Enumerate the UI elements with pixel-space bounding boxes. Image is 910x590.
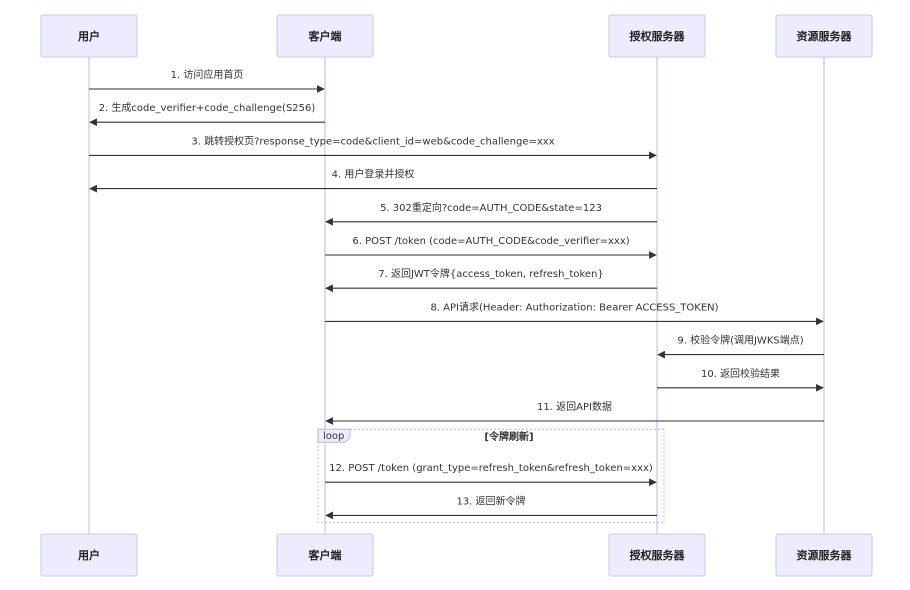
participant-user-top: 用户 (40, 14, 138, 58)
message-10: 10. 返回校验结果 (657, 367, 824, 392)
message-label: 8. API请求(Header: Authorization: Bearer A… (430, 300, 718, 313)
message-1: 1. 访问应用首页 (89, 68, 325, 93)
participant-label: 客户端 (308, 29, 342, 43)
participant-box (608, 14, 706, 58)
loop-box (317, 428, 665, 523)
message-label: 3. 跳转授权页?response_type=code&client_id=we… (191, 134, 554, 147)
participant-auth-bottom: 授权服务器 (608, 533, 706, 577)
lifelines (88, 57, 825, 534)
message-label: 10. 返回校验结果 (701, 367, 780, 380)
message-7: 7. 返回JWT令牌{access_token, refresh_token} (325, 267, 657, 293)
message-4: 4. 用户登录并授权 (89, 168, 657, 193)
participant-resource-bottom: 资源服务器 (775, 533, 873, 577)
message-3: 3. 跳转授权页?response_type=code&client_id=we… (89, 134, 657, 160)
message-label: 13. 返回新令牌 (456, 494, 525, 507)
participant-label: 客户端 (308, 548, 342, 562)
participant-box (276, 14, 374, 58)
loop-tag (317, 428, 351, 443)
participant-resource-top: 资源服务器 (775, 14, 873, 58)
participant-box (40, 533, 138, 577)
message-12: 12. POST /token (grant_type=refresh_toke… (325, 463, 657, 487)
participant-label: 用户 (78, 548, 100, 562)
message-11: 11. 返回API数据 (325, 400, 824, 425)
message-label: 7. 返回JWT令牌{access_token, refresh_token} (378, 267, 604, 280)
participant-box (608, 533, 706, 577)
message-label: 2. 生成code_verifier+code_challenge(S256) (99, 101, 316, 114)
message-label: 6. POST /token (code=AUTH_CODE&code_veri… (352, 236, 629, 247)
message-2: 2. 生成code_verifier+code_challenge(S256) (89, 101, 325, 127)
message-label: 9. 校验令牌(调用JWKS端点) (677, 334, 803, 347)
participant-client-bottom: 客户端 (276, 533, 374, 577)
message-5: 5. 302重定向?code=AUTH_CODE&state=123 (325, 201, 657, 226)
participant-label: 授权服务器 (630, 548, 686, 562)
message-label: 11. 返回API数据 (537, 400, 612, 413)
participant-box (276, 533, 374, 577)
message-label: 1. 访问应用首页 (171, 68, 244, 81)
participant-box (775, 14, 873, 58)
message-9: 9. 校验令牌(调用JWKS端点) (657, 334, 824, 359)
participant-label: 授权服务器 (630, 29, 686, 43)
participant-user-bottom: 用户 (40, 533, 138, 577)
loop-label: loop (323, 431, 344, 442)
participant-box (775, 533, 873, 577)
participant-label: 资源服务器 (797, 548, 853, 562)
message-label: 5. 302重定向?code=AUTH_CODE&state=123 (380, 201, 602, 214)
participant-client-top: 客户端 (276, 14, 374, 58)
loop-condition: [令牌刷新] (484, 430, 533, 443)
message-6: 6. POST /token (code=AUTH_CODE&code_veri… (325, 236, 657, 259)
message-label: 12. POST /token (grant_type=refresh_toke… (329, 463, 653, 474)
message-8: 8. API请求(Header: Authorization: Bearer A… (325, 300, 824, 326)
message-13: 13. 返回新令牌 (325, 494, 657, 520)
participant-label: 用户 (78, 29, 100, 43)
messages: 1. 访问应用首页 2. 生成code_verifier+code_challen… (89, 68, 824, 520)
participant-auth-top: 授权服务器 (608, 14, 706, 58)
participant-box (40, 14, 138, 58)
participant-label: 资源服务器 (797, 29, 853, 43)
message-label: 4. 用户登录并授权 (332, 168, 415, 181)
loop-frame: loop [令牌刷新] (317, 428, 665, 523)
